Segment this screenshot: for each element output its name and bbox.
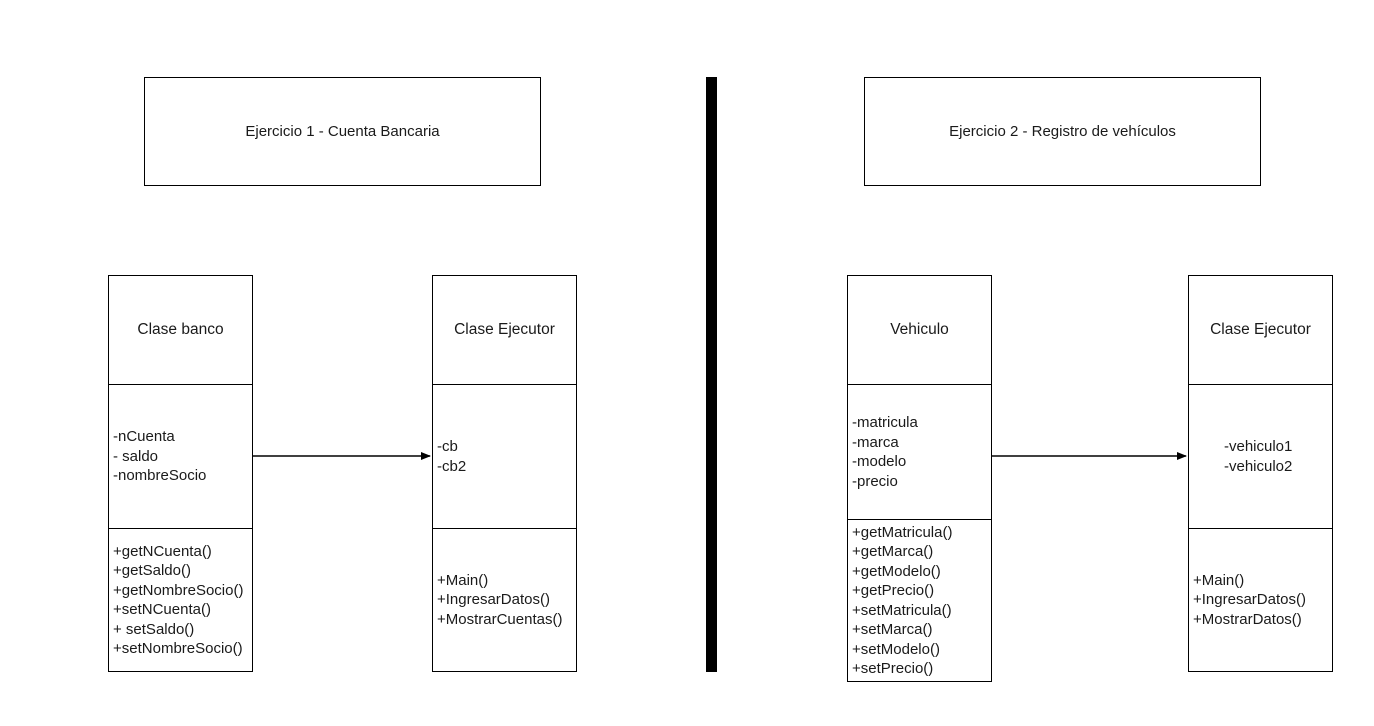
class-ejecutor-2-name: Clase Ejecutor (1210, 321, 1311, 338)
class-ejecutor-2-name-section: Clase Ejecutor (1189, 276, 1332, 384)
class-ejecutor-1-attributes: -cb -cb2 (433, 384, 576, 528)
exercise2-title-box: Ejercicio 2 - Registro de vehículos (864, 77, 1261, 186)
class-banco-attributes: -nCuenta - saldo -nombreSocio (109, 384, 252, 528)
method: +getMarca() (852, 543, 934, 560)
method: +setPrecio() (852, 660, 934, 677)
exercise2-title: Ejercicio 2 - Registro de vehículos (949, 123, 1176, 140)
method: +setMarca() (852, 621, 933, 638)
method: + setSaldo() (113, 620, 195, 638)
exercise1-title: Ejercicio 1 - Cuenta Bancaria (245, 123, 440, 140)
class-ejecutor-1-methods: +Main() +IngresarDatos() +MostrarCuentas… (433, 528, 576, 671)
method: +getNombreSocio() (113, 581, 244, 599)
class-vehiculo-name-section: Vehiculo (848, 276, 991, 384)
method: +MostrarCuentas() (437, 610, 563, 628)
class-ejecutor-1-name-section: Clase Ejecutor (433, 276, 576, 384)
method: +Main() (1193, 571, 1245, 589)
method: +getSaldo() (113, 562, 191, 579)
method: +setNombreSocio() (113, 640, 243, 657)
class-banco-name: Clase banco (137, 321, 224, 338)
method: +getMatricula() (852, 523, 953, 541)
method: +IngresarDatos() (437, 591, 550, 609)
attribute: -marca (852, 433, 899, 451)
method: +getPrecio() (852, 582, 935, 599)
method: +setMatricula() (852, 601, 952, 619)
method: +getNCuenta() (113, 542, 212, 560)
class-banco-methods: +getNCuenta() +getSaldo() +getNombreSoci… (109, 528, 252, 671)
exercise-divider (706, 77, 717, 672)
class-ejecutor-2-methods: +Main() +IngresarDatos() +MostrarDatos() (1189, 528, 1332, 671)
attribute: -matricula (852, 414, 918, 431)
class-vehiculo-attributes: -matricula -marca -modelo -precio (848, 384, 991, 519)
attribute: -vehiculo1 (1224, 438, 1293, 455)
method: +setModelo() (852, 640, 940, 658)
class-vehiculo-name: Vehiculo (890, 321, 949, 338)
attribute: -modelo (852, 453, 907, 470)
attribute: -cb (437, 438, 458, 455)
class-vehiculo-methods: +getMatricula() +getMarca() +getModelo()… (848, 519, 991, 681)
class-banco: Clase banco -nCuenta - saldo -nombreSoci… (108, 275, 253, 672)
attribute: -vehiculo2 (1224, 457, 1293, 475)
attribute: - saldo (113, 447, 159, 465)
class-vehiculo: Vehiculo -matricula -marca -modelo -prec… (847, 275, 992, 682)
class-ejecutor-2: Clase Ejecutor -vehiculo1 -vehiculo2 +Ma… (1188, 275, 1333, 672)
attribute: -precio (852, 472, 898, 490)
method: +getModelo() (852, 562, 941, 580)
class-ejecutor-2-attributes: -vehiculo1 -vehiculo2 (1189, 384, 1332, 528)
class-ejecutor-1: Clase Ejecutor -cb -cb2 +Main() +Ingresa… (432, 275, 577, 672)
exercise1-title-box: Ejercicio 1 - Cuenta Bancaria (144, 77, 541, 186)
class-banco-name-section: Clase banco (109, 276, 252, 384)
method: +setNCuenta() (113, 601, 211, 618)
method: +IngresarDatos() (1193, 591, 1306, 609)
method: +Main() (437, 571, 489, 589)
attribute: -nCuenta (113, 428, 175, 446)
method: +MostrarDatos() (1193, 610, 1302, 628)
attribute: -nombreSocio (113, 467, 207, 485)
class-ejecutor-1-name: Clase Ejecutor (454, 321, 555, 338)
attribute: -cb2 (437, 457, 467, 475)
